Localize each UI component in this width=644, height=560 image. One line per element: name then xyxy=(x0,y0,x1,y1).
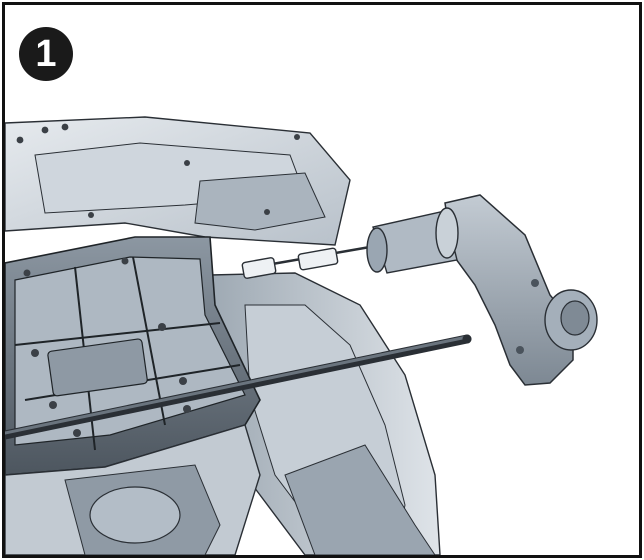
motor-gearbox xyxy=(366,194,598,386)
step-number-badge: 1 xyxy=(19,27,73,81)
assembly-illustration xyxy=(5,116,598,555)
drive-axle xyxy=(5,334,472,440)
wire-connector xyxy=(241,245,371,279)
wheel-housing-part xyxy=(209,272,441,555)
upper-body-part xyxy=(5,116,351,246)
lower-chassis-part xyxy=(5,424,261,555)
